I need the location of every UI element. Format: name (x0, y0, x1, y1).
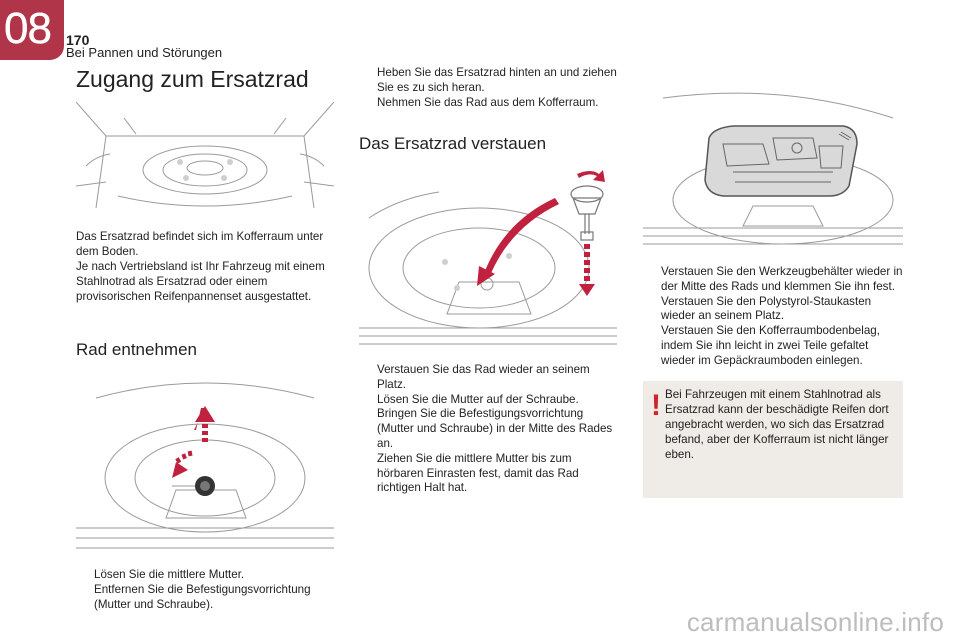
step-text: Verstauen Sie den Polystyrol-Staukasten … (661, 294, 872, 323)
warning-box: ! Bei Fahrzeugen mit einem Stahlnotrad a… (643, 381, 903, 498)
stow-steps-list: Verstauen Sie das Rad wieder an seinem P… (359, 363, 621, 496)
step-text: Lösen Sie die Mutter auf der Schraube. (377, 392, 579, 406)
stow-wheel-drawing (359, 170, 617, 345)
list-item: Nehmen Sie das Rad aus dem Kofferraum. (359, 96, 617, 111)
list-item: Entfernen Sie die Befestigungsvorrichtun… (76, 583, 334, 613)
warning-icon: ! (651, 389, 661, 422)
step-text: Heben Sie das Ersatzrad hinten an und zi… (377, 66, 617, 94)
chapter-tab: 08 (0, 0, 64, 60)
intro-paragraph-1: Das Ersatzrad befindet sich im Kofferrau… (76, 230, 324, 258)
right-steps-list: Verstauen Sie den Werkzeugbehälter wiede… (643, 265, 905, 369)
section-title: Bei Pannen und Störungen (66, 45, 223, 60)
list-item: Heben Sie das Ersatzrad hinten an und zi… (359, 66, 617, 96)
step-text: Lösen Sie die mittlere Mutter. (94, 568, 245, 581)
intro-text: Das Ersatzrad befindet sich im Kofferrau… (76, 229, 332, 304)
remove-wheel-illustration (76, 378, 334, 554)
step-text: Verstauen Sie den Kofferraumbodenbelag, … (661, 324, 880, 367)
trunk-illustration (76, 96, 334, 212)
list-item: Bringen Sie die Befestigungsvorrichtung … (359, 407, 621, 451)
tool-box-illustration (643, 88, 903, 252)
step-text: Bringen Sie die Befestigungsvorrichtung … (377, 407, 613, 450)
remove-steps-list: Lösen Sie die mittlere Mutter. Entfernen… (76, 568, 334, 612)
stow-wheel-heading: Das Ersatzrad verstauen (359, 134, 547, 153)
tool-box-drawing (643, 92, 903, 245)
list-item: Ziehen Sie die mittlere Mutter bis zum h… (359, 452, 621, 496)
chapter-number: 08 (4, 4, 52, 53)
intro-paragraph-2: Je nach Vertriebsland ist Ihr Fahrzeug m… (76, 260, 325, 303)
step-text: Ziehen Sie die mittlere Mutter bis zum h… (377, 451, 579, 495)
trunk-drawing (76, 101, 334, 209)
step-text: Nehmen Sie das Rad aus dem Kofferraum. (377, 95, 599, 109)
step-text: Verstauen Sie das Rad wieder an seinem P… (377, 363, 590, 391)
list-item: Verstauen Sie das Rad wieder an seinem P… (359, 363, 621, 393)
list-item: Verstauen Sie den Werkzeugbehälter wiede… (643, 265, 905, 295)
lift-steps-list: Heben Sie das Ersatzrad hinten an und zi… (359, 66, 617, 110)
list-item: Verstauen Sie den Kofferraumbodenbelag, … (643, 324, 905, 368)
list-item: Lösen Sie die Mutter auf der Schraube. (359, 393, 621, 408)
page-title: Zugang zum Ersatzrad (76, 66, 309, 92)
watermark: carmanualsonline.info (686, 607, 944, 637)
warning-text: Bei Fahrzeugen mit einem Stahlnotrad als… (665, 388, 889, 461)
remove-wheel-heading: Rad entnehmen (76, 340, 197, 359)
remove-wheel-drawing (76, 382, 334, 549)
list-item: Verstauen Sie den Polystyrol-Staukasten … (643, 295, 905, 325)
page-number: 170 (66, 32, 90, 48)
step-text: Entfernen Sie die Befestigungsvorrichtun… (94, 582, 311, 611)
list-item: Lösen Sie die mittlere Mutter. (76, 568, 334, 583)
stow-wheel-illustration (359, 158, 617, 348)
step-text: Verstauen Sie den Werkzeugbehälter wiede… (661, 265, 903, 293)
